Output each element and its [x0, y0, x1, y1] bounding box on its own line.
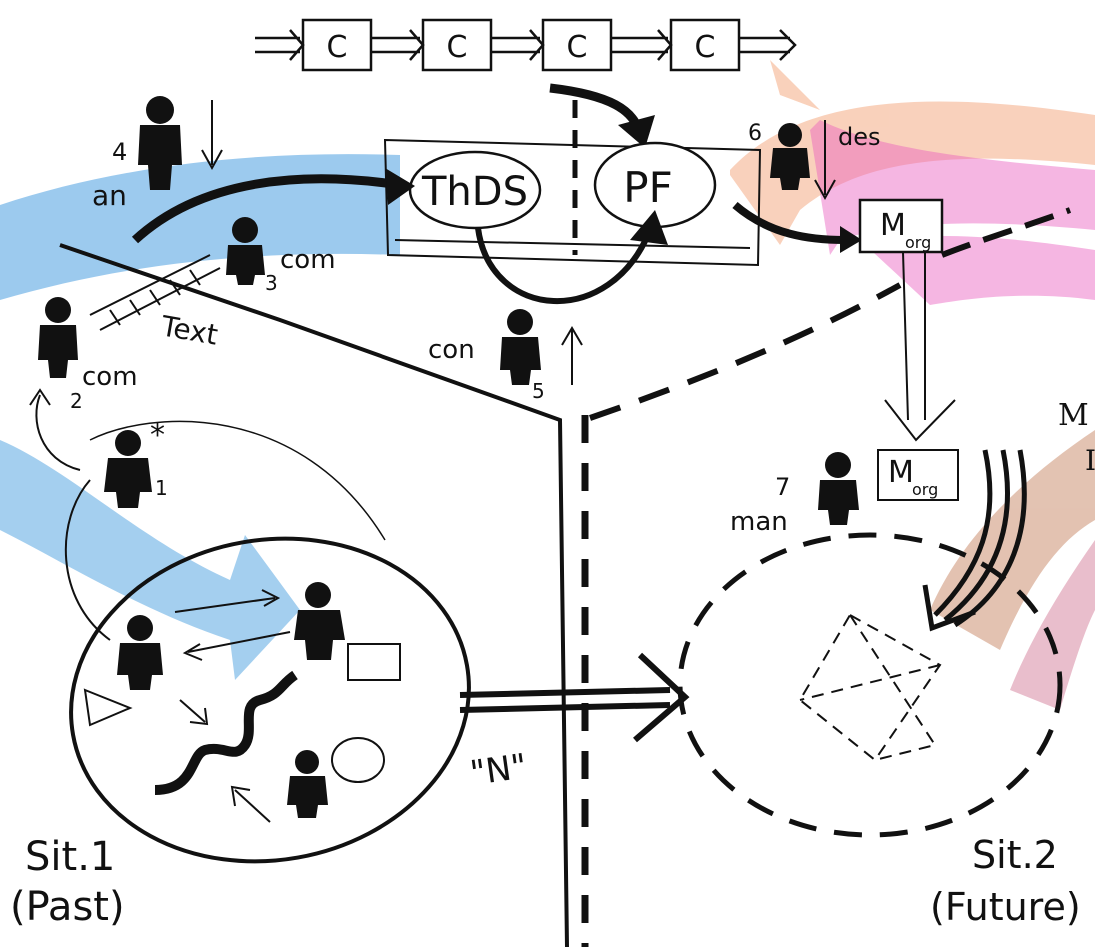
orange-band	[730, 60, 1095, 245]
thds-node	[408, 150, 542, 230]
sit1-loop	[64, 479, 111, 641]
morg-bottom-sub: org	[912, 480, 938, 499]
sit1-circle	[331, 737, 385, 783]
person-icon-3	[226, 217, 265, 285]
sit2-sublabel: (Future)	[930, 885, 1081, 929]
thds-to-pf-curve	[475, 227, 653, 304]
top-chain	[255, 18, 797, 72]
role-2-label: com	[82, 362, 138, 392]
chain-cell-4: C	[695, 30, 716, 65]
sit2-dashed-shape	[798, 613, 942, 762]
blue-band-upper	[0, 154, 400, 300]
sit1-people	[117, 582, 345, 818]
diagonal-solid-line	[59, 243, 569, 947]
role-6-label: des	[838, 123, 881, 151]
text-ladder	[89, 254, 221, 331]
chain-cell-2: C	[447, 30, 468, 65]
analysis-arrow	[131, 174, 401, 244]
sit1-label: Sit.1	[25, 834, 115, 880]
cropped-letter-i: I	[1085, 444, 1095, 477]
role-4-label: an	[92, 179, 127, 212]
role-7-num: 7	[775, 473, 790, 501]
person-icon-5	[500, 309, 541, 385]
pf-to-morg-arrow	[732, 201, 846, 244]
chain-cell-3: C	[567, 30, 588, 65]
role-1-mark: *	[150, 418, 165, 453]
pf-label: PF	[623, 163, 673, 212]
morg-bottom-label: M	[888, 455, 914, 490]
role-4-num: 4	[112, 138, 127, 166]
text-label: Text	[158, 309, 221, 352]
sit1-zigzag	[154, 670, 298, 795]
sit2-dashed-circle	[677, 532, 1063, 838]
sit1-triangle	[83, 688, 133, 727]
sit1-ellipse	[69, 536, 471, 864]
thds-label: ThDS	[421, 169, 528, 215]
morg-top-sub: org	[905, 233, 931, 252]
sit2-label: Sit.2	[972, 833, 1058, 877]
person-icon-7	[818, 452, 859, 525]
person-icon-2	[38, 297, 78, 378]
n-arrow	[459, 652, 690, 743]
sit1-rectangle	[347, 643, 401, 681]
blue-band-lower	[0, 440, 300, 680]
person-icon-1	[104, 430, 152, 508]
down-arrow-6	[814, 120, 836, 201]
morg-top-label: M	[880, 208, 906, 243]
up-arrow-5	[561, 326, 583, 385]
morg-dash-line	[940, 207, 1072, 258]
n-label: "N"	[468, 746, 530, 794]
person-icon-4	[138, 96, 182, 190]
role-3-num: 3	[265, 271, 278, 295]
morg-top-box	[858, 198, 944, 254]
down-arrow-4	[201, 100, 223, 171]
role-5-label: con	[428, 335, 475, 365]
morg-bottom-box	[877, 449, 959, 501]
role-3-label: com	[280, 245, 336, 275]
sit1-cloud-outline	[89, 420, 386, 541]
chain-cell-1: C	[327, 30, 348, 65]
role-1-num: 1	[155, 476, 168, 500]
dashed-diagonal	[589, 282, 902, 421]
arrow-1-to-2	[35, 394, 81, 471]
role-6-num: 6	[748, 121, 762, 146]
sit1-sublabel: (Past)	[10, 884, 125, 930]
role-2-num: 2	[70, 389, 83, 413]
sit1-arrows	[174, 589, 291, 823]
morg-down-arrow	[884, 251, 956, 442]
role-7-label: man	[730, 507, 788, 537]
cropped-letter-m: M	[1058, 398, 1089, 433]
role-5-num: 5	[532, 379, 545, 403]
person-icon-6	[770, 123, 810, 190]
